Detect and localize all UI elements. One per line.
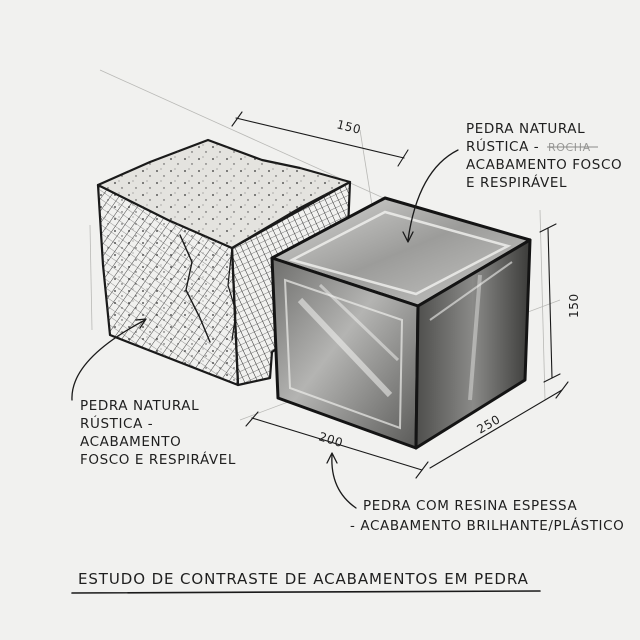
title-underline [71,590,541,594]
dim-base-left: 200 [317,429,345,450]
note-top-right-line1: PEDRA NATURAL [466,121,585,137]
resin-stone-cube [270,196,532,450]
drawing-title: ESTUDO DE CONTRASTE DE ACABAMENTOS EM PE… [78,570,529,588]
note-left: PEDRA NATURAL RÚSTICA - ACABAMENTO FOSCO… [80,398,236,468]
dimension-lines [231,111,569,479]
note-left-line1: PEDRA NATURAL [80,398,199,414]
note-top-right-line4: E RESPIRÁVEL [466,174,567,191]
note-left-line2: RÚSTICA - [80,414,153,432]
dim-top-width: 150 [335,117,362,137]
leader-arrows [71,149,459,509]
note-top-right-line3: ACABAMENTO FOSCO [466,157,622,173]
dim-height: 150 [567,293,581,318]
resin-cube-right-face [414,238,532,450]
note-left-line3: ACABAMENTO [80,434,181,450]
note-bottom-right-line2: - ACABAMENTO BRILHANTE/PLÁSTICO [350,517,624,534]
note-bottom-right: PEDRA COM RESINA ESPESSA - ACABAMENTO BR… [350,498,624,534]
note-bottom-right-line1: PEDRA COM RESINA ESPESSA [363,498,577,514]
note-top-right-line2: RÚSTICA - [466,137,539,155]
note-top-right: PEDRA NATURAL RÚSTICA - ROCHA ACABAMENTO… [466,121,622,191]
rough-cube-top-dots [98,140,350,248]
note-left-line4: FOSCO E RESPIRÁVEL [80,451,236,468]
